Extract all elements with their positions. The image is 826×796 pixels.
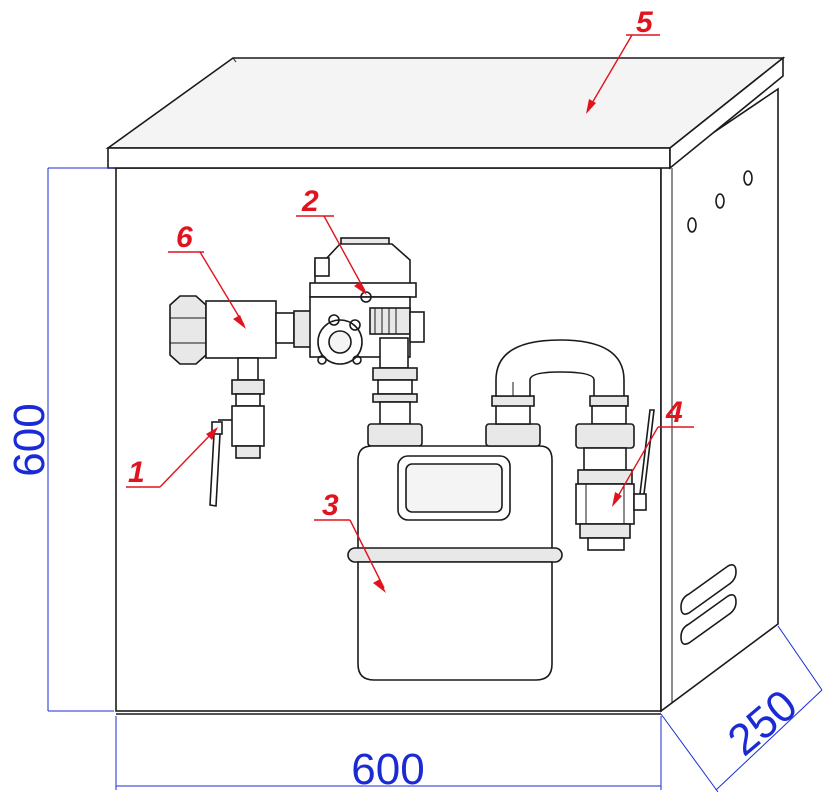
- side-panel: [660, 87, 779, 713]
- valve-body: [231, 405, 265, 447]
- outlet-pipe: [485, 339, 635, 485]
- roof-side-edge: [669, 56, 784, 170]
- u-bend: [495, 339, 625, 405]
- meter-seam: [347, 547, 563, 563]
- inlet-union-nut: [367, 423, 423, 447]
- callout-3: 3: [322, 489, 339, 522]
- inlet-pipe: [367, 367, 423, 447]
- regulator: [309, 237, 425, 369]
- callout-2: 2: [301, 185, 319, 218]
- depth-dimension: 250: [719, 681, 807, 766]
- ball-valve-right: [575, 409, 655, 551]
- meter-bottom-housing: [357, 561, 553, 681]
- valve-handle: [209, 433, 221, 507]
- vent-hole: [687, 217, 697, 233]
- louver-slot: [680, 594, 737, 645]
- vent-hole: [743, 170, 753, 186]
- louver-slot: [680, 564, 737, 615]
- roof-top: [105, 57, 786, 149]
- regulator-spring-block: [369, 307, 411, 335]
- depth-dim-line: [715, 689, 823, 791]
- callout-4: 4: [665, 396, 683, 429]
- valve-body: [575, 483, 635, 525]
- callout-5: 5: [636, 6, 654, 39]
- callout-6: 6: [176, 221, 193, 254]
- valve-handle: [639, 409, 655, 495]
- meter-display-window: [405, 463, 503, 513]
- outlet-union-nut: [485, 423, 541, 447]
- filter-body: [205, 300, 277, 359]
- vent-hole: [715, 193, 725, 209]
- height-dimension: 600: [5, 403, 54, 476]
- callouts: 1 2 3 4 5 6: [126, 6, 694, 593]
- callout-1: 1: [128, 456, 145, 489]
- width-dimension: 600: [351, 745, 424, 794]
- filter-end-nut: [169, 295, 207, 365]
- roof-front-edge: [107, 147, 671, 169]
- gas-meter: [347, 445, 563, 681]
